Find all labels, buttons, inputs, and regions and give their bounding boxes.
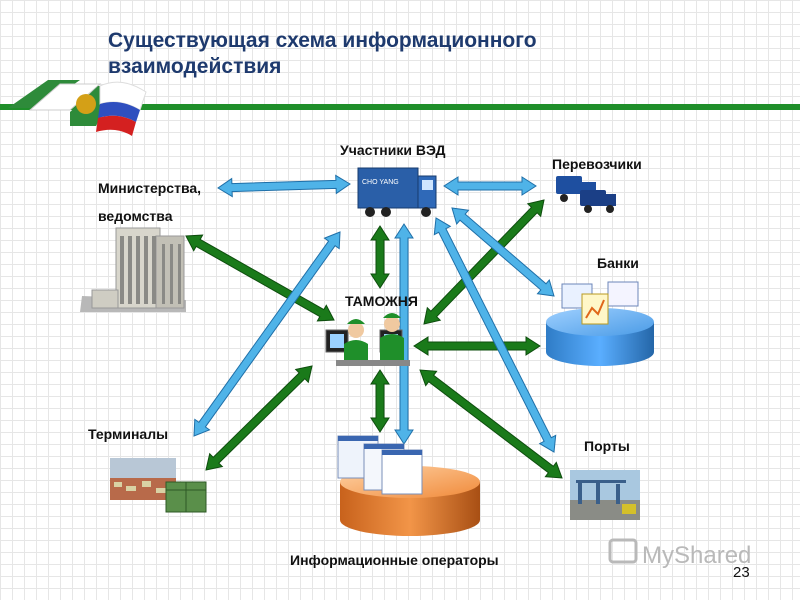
slide-title-line-2: взаимодействия: [108, 55, 282, 78]
header-bar: [0, 104, 800, 110]
arrow-customs-info-operators: [370, 369, 390, 433]
label-terminals: Терминалы: [88, 426, 169, 442]
slide-title-line-1: Существующая схема информационного: [108, 29, 537, 52]
arrow-ved-customs: [370, 225, 390, 289]
officer-head: [348, 322, 364, 338]
arrow-ved-ports: [433, 217, 557, 453]
truck-wheel: [421, 207, 431, 217]
arrow-customs-banks: [413, 336, 541, 356]
chart-window-icon: [607, 281, 639, 307]
page-number: 23: [733, 564, 750, 581]
ministry-building-icon: [80, 227, 186, 312]
arrow-customs-ports: [419, 369, 563, 479]
info-operators-database-icon: [337, 435, 480, 536]
truck-window: [422, 180, 433, 190]
terminals-photo: [110, 458, 207, 513]
flag-blue-stripe: [98, 102, 140, 122]
label-ministries-line-1: Министерства,: [98, 180, 202, 196]
banks-database-icon: [546, 281, 654, 366]
officer-head: [384, 316, 400, 332]
arrow-ved-terminals: [193, 231, 341, 437]
label-carriers: Перевозчики: [552, 156, 642, 172]
truck-container: [357, 167, 419, 209]
slide-title: Существующая схема информационного взаим…: [108, 28, 668, 80]
arrow-carriers-customs: [423, 199, 545, 325]
arrow-customs-terminals: [205, 365, 313, 471]
label-customs: ТАМОЖНЯ: [345, 293, 418, 309]
myshared-watermark: MyShared: [608, 538, 751, 569]
customs-emblem-logo: [8, 80, 147, 136]
arrows-layer: [185, 174, 563, 479]
label-ports: Порты: [584, 438, 630, 454]
ports-photo: [570, 470, 640, 520]
report-chart-icon: [581, 293, 609, 325]
truck-wheel: [365, 207, 375, 217]
truck-container-text: CHO YANG: [362, 179, 399, 186]
label-banks: Банки: [597, 255, 639, 271]
arrow-ved-banks: [451, 207, 555, 297]
watermark-text: MyShared: [642, 542, 751, 569]
emblem-stripe-white: [28, 83, 102, 111]
flag-red-stripe: [96, 115, 136, 136]
customs-officers-icon: [325, 313, 410, 366]
arrow-ved-carriers: [443, 176, 537, 196]
truck-icon: CHO YANG: [357, 167, 437, 217]
carriers-trucks-icon: [556, 176, 616, 213]
eagle-icon: [76, 94, 96, 114]
truck-wheel: [381, 207, 391, 217]
software-window-icon: [381, 449, 423, 495]
label-ved-participants: Участники ВЭД: [340, 142, 446, 158]
label-info-operators: Информационные операторы: [290, 552, 499, 568]
myshared-logo-icon: [608, 538, 638, 564]
desk: [336, 360, 410, 366]
label-ministries-line-2: ведомства: [98, 208, 173, 224]
arrow-ministries-ved: [217, 174, 351, 198]
